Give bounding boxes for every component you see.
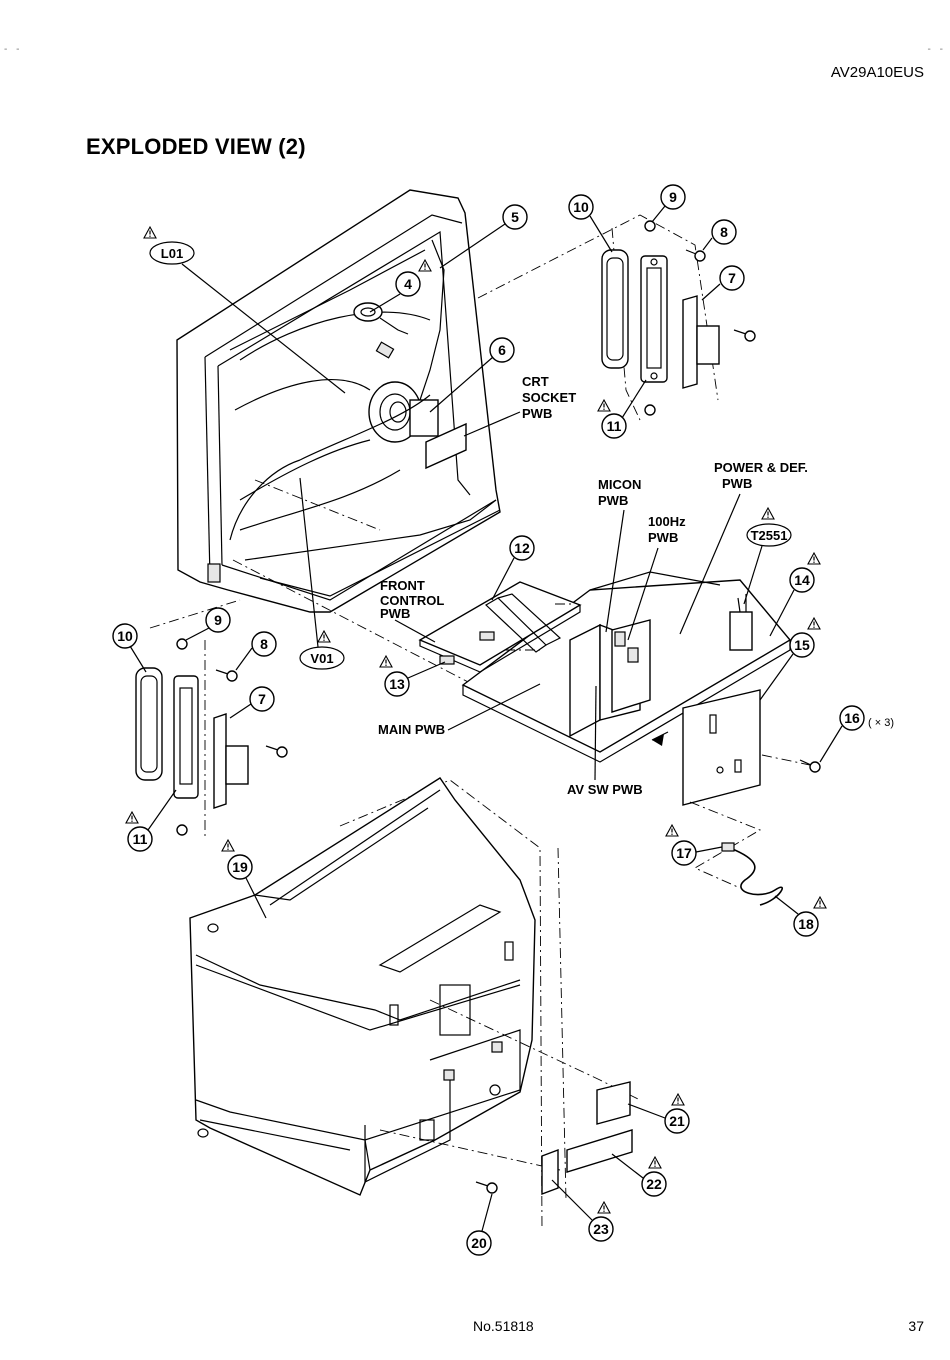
screw-7-top bbox=[733, 329, 756, 342]
warning-triangle-icon bbox=[813, 896, 827, 909]
callout-9-top: 9 bbox=[669, 189, 677, 205]
screw-9-bottom bbox=[176, 638, 188, 650]
callout-11-bottom: 11 bbox=[133, 831, 148, 847]
callout-17: 17 bbox=[676, 845, 692, 861]
callout-21: 21 bbox=[669, 1113, 685, 1129]
warning-triangle-icon bbox=[597, 399, 611, 412]
crt-cabinet-front bbox=[176, 189, 501, 613]
power-def-pwb-label: POWER & DEF. PWB bbox=[714, 460, 812, 491]
power-cord bbox=[721, 842, 783, 906]
callout-12: 12 bbox=[514, 540, 530, 556]
warning-triangle-icon bbox=[807, 617, 821, 630]
chassis-assembly bbox=[418, 571, 792, 806]
av-sw-pwb-label: AV SW PWB bbox=[567, 782, 643, 797]
main-pwb-label: MAIN PWB bbox=[378, 722, 445, 737]
callout-4: 4 bbox=[404, 276, 412, 292]
screw-9-bottom-lower bbox=[176, 824, 188, 836]
warning-triangle-icon bbox=[807, 552, 821, 565]
screw-8-top bbox=[685, 249, 706, 262]
side-bracket-11-top bbox=[640, 255, 668, 383]
screw-8-bottom bbox=[215, 669, 238, 682]
arrow-icon bbox=[652, 734, 664, 746]
screw-9-top bbox=[644, 220, 656, 232]
document-number: No.51818 bbox=[473, 1318, 534, 1334]
side-cover-10-top bbox=[601, 249, 629, 369]
warning-triangle-icon bbox=[597, 1201, 611, 1214]
warning-triangle-icon bbox=[665, 824, 679, 837]
callout-13: 13 bbox=[389, 676, 405, 692]
warning-triangle-icon bbox=[317, 630, 331, 643]
callout-23: 23 bbox=[593, 1221, 609, 1237]
page-number: 37 bbox=[908, 1318, 924, 1334]
callout-22: 22 bbox=[646, 1176, 662, 1192]
side-bracket-11-bottom bbox=[173, 675, 199, 799]
callout-7-bottom: 7 bbox=[258, 691, 266, 707]
callout-16: 16 bbox=[844, 710, 860, 726]
warning-triangle-icon bbox=[221, 839, 235, 852]
callout-8-top: 8 bbox=[720, 224, 728, 240]
callout-9-bottom: 9 bbox=[214, 612, 222, 628]
callout-6: 6 bbox=[498, 342, 506, 358]
callout-14: 14 bbox=[794, 572, 810, 588]
warning-triangle-icon bbox=[648, 1156, 662, 1169]
front-control-pwb-label: FRONT CONTROL PWB bbox=[380, 578, 448, 621]
warning-triangle-icon bbox=[125, 811, 139, 824]
callout-8-bottom: 8 bbox=[260, 636, 268, 652]
corner-mark-left: - - bbox=[4, 44, 23, 55]
callout-11-top: 11 bbox=[607, 418, 622, 434]
label-sheet-23 bbox=[541, 1148, 559, 1196]
micon-pwb-label: MICON PWB bbox=[598, 477, 645, 508]
page-title: EXPLODED VIEW (2) bbox=[86, 134, 306, 159]
l01-label: L01 bbox=[161, 246, 183, 261]
side-plate-7-top bbox=[682, 295, 720, 389]
callout-10-top: 10 bbox=[573, 199, 589, 215]
screw-16 bbox=[799, 759, 821, 773]
crt-socket-pwb bbox=[425, 422, 467, 470]
qty-16: ( × 3) bbox=[868, 717, 894, 729]
v01-label: V01 bbox=[310, 651, 333, 666]
warning-triangle-icon bbox=[143, 226, 157, 239]
label-sheet-22 bbox=[566, 1129, 633, 1173]
callout-5: 5 bbox=[511, 209, 519, 225]
screw-9-top-lower bbox=[644, 404, 656, 416]
screw-7-bottom bbox=[265, 745, 288, 758]
side-cover-10-bottom bbox=[135, 667, 163, 781]
side-plate-7-bottom bbox=[213, 713, 249, 809]
crt-socket-pwb-label: CRT SOCKET PWB bbox=[522, 374, 580, 421]
rear-cabinet bbox=[189, 777, 536, 1196]
callout-7-top: 7 bbox=[728, 270, 736, 286]
warning-triangle-icon bbox=[761, 507, 775, 520]
corner-mark-right: - - bbox=[927, 44, 946, 55]
t2551-label: T2551 bbox=[751, 528, 788, 543]
warning-triangle-icon bbox=[379, 655, 393, 668]
label-sheet-21 bbox=[596, 1081, 631, 1125]
callout-20: 20 bbox=[471, 1235, 487, 1251]
callout-10-bottom: 10 bbox=[117, 628, 133, 644]
callout-15: 15 bbox=[794, 637, 810, 653]
warning-triangle-icon bbox=[671, 1093, 685, 1106]
100hz-pwb-label: 100Hz PWB bbox=[648, 514, 689, 545]
model-number: AV29A10EUS bbox=[830, 64, 924, 81]
callout-19: 19 bbox=[232, 859, 248, 875]
screw-20 bbox=[475, 1181, 498, 1194]
callout-18: 18 bbox=[798, 916, 814, 932]
